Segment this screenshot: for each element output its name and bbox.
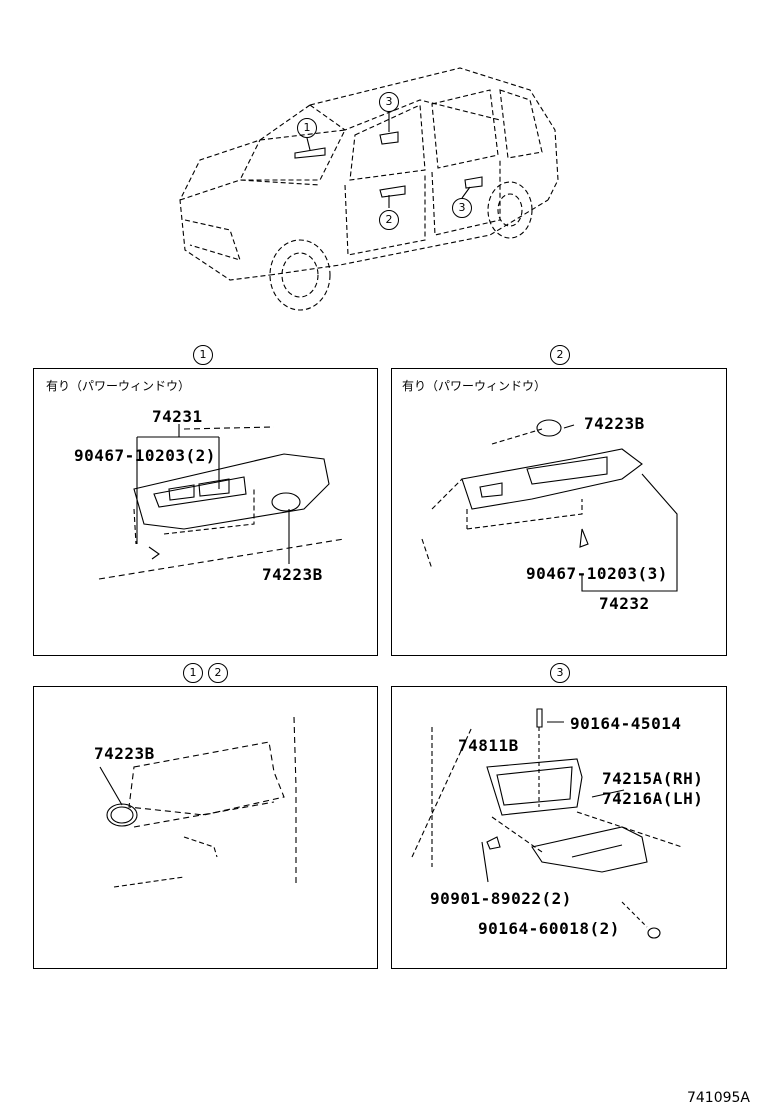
panel-3: 74223B <box>33 686 378 969</box>
panel2-part-74232: 74232 <box>599 594 650 613</box>
panel1-part-74223B: 74223B <box>262 565 323 584</box>
panel4-part-74811B: 74811B <box>458 736 519 755</box>
panel4-part-90901-89022: 90901-89022(2) <box>430 889 572 908</box>
vehicle-callout-3-rear: 3 <box>452 198 472 218</box>
panel4-part-74215A-RH: 74215A(RH) <box>602 769 704 788</box>
panel2-part-90467-10203: 90467-10203(3) <box>526 564 668 583</box>
panel2-note: 有り（パワーウィンドウ） <box>402 379 547 393</box>
vehicle-overview: 1 3 2 3 <box>170 60 570 320</box>
vehicle-callout-2: 2 <box>379 210 399 230</box>
panel4-marker: 3 <box>550 663 570 683</box>
panel4-part-74216A-LH: 74216A(LH) <box>602 789 704 808</box>
panel1-part-90467-10203: 90467-10203(2) <box>74 446 216 465</box>
panel4-part-90164-45014: 90164-45014 <box>570 714 682 733</box>
panel-2: 有り（パワーウィンドウ） 74223B 90467-10203(3) 74232 <box>391 368 727 656</box>
panel2-drawing <box>421 419 678 592</box>
panel4-part-90164-60018: 90164-60018(2) <box>478 919 620 938</box>
panel2-marker: 2 <box>550 345 570 365</box>
panel3-marker-1: 1 <box>183 663 203 683</box>
panel4-drawing <box>411 708 683 939</box>
panel1-note: 有り（パワーウィンドウ） <box>46 379 191 393</box>
panel3-marker-2: 2 <box>208 663 228 683</box>
panel-4: 90164-45014 74811B 74215A(RH) 74216A(LH)… <box>391 686 727 969</box>
panel3-part-74223B: 74223B <box>94 744 155 763</box>
panel3-drawing <box>99 716 297 888</box>
vehicle-callout-3-roof: 3 <box>379 92 399 112</box>
vehicle-drawing <box>179 67 559 311</box>
figure-code: 741095A <box>686 1090 750 1106</box>
panel1-part-74231: 74231 <box>152 407 203 426</box>
panel2-part-74223B: 74223B <box>584 414 645 433</box>
panel1-drawing <box>98 424 345 580</box>
vehicle-callout-1: 1 <box>297 118 317 138</box>
panel-1: 有り（パワーウィンドウ） 74231 90467-10203(2) 74223B <box>33 368 378 656</box>
panel1-marker: 1 <box>193 345 213 365</box>
